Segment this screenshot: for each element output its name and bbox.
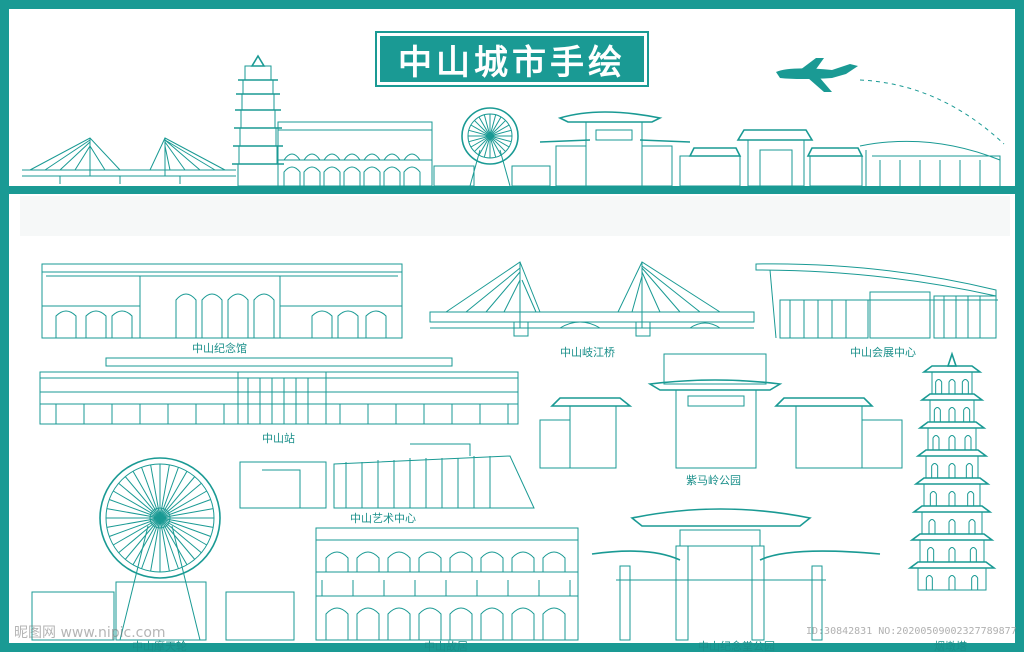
- qijiang-bridge-drawing: [429, 261, 755, 337]
- zimaling-park-drawing: [539, 353, 903, 469]
- watermark-brand: 昵图网 www.nipic.com: [14, 625, 166, 641]
- label-station: 中山站: [262, 432, 295, 445]
- label-zimaling-park: 紫马岭公园: [686, 474, 741, 487]
- label-memorial-hall: 中山纪念馆: [192, 342, 247, 355]
- title-banner: 中山城市手绘: [375, 31, 649, 87]
- art-center-drawing: [239, 443, 535, 509]
- airplane-icon: [776, 58, 1005, 145]
- label-memorial-park: 中山纪念堂公园: [698, 640, 775, 653]
- label-ferris-wheel: 中山摩天轮: [132, 640, 187, 653]
- ferris-wheel-drawing: [31, 457, 295, 641]
- skyline-gate: [539, 111, 691, 187]
- skyline-bridge: [22, 137, 236, 184]
- watermark-id: ID:30842831 NO:20200509002327789877: [806, 626, 1017, 637]
- skyline-arcade: [277, 121, 433, 187]
- memorial-hall-drawing: [41, 263, 403, 339]
- label-expo-center: 中山会展中心: [850, 346, 916, 359]
- label-qijiang-bridge: 中山岐江桥: [560, 346, 615, 359]
- skyline-ferris-wheel: [433, 107, 551, 187]
- skyline-band: [9, 54, 1015, 236]
- memorial-park-drawing: [591, 508, 881, 641]
- skyline-pagoda: [232, 54, 284, 187]
- expo-center-drawing: [755, 263, 998, 339]
- page-title: 中山城市手绘: [398, 42, 626, 83]
- label-former-residence: 中山故居: [424, 640, 468, 653]
- label-art-center: 中山艺术中心: [350, 512, 416, 525]
- label-chimney-tower: 烟墩塔: [934, 640, 967, 653]
- station-drawing: [39, 357, 519, 425]
- chimney-tower-drawing: [907, 351, 997, 591]
- skyline-expo: [859, 140, 1001, 186]
- skyline-ground: [9, 186, 1015, 194]
- skyline-gate-2: [679, 129, 864, 187]
- former-residence-drawing: [315, 527, 579, 641]
